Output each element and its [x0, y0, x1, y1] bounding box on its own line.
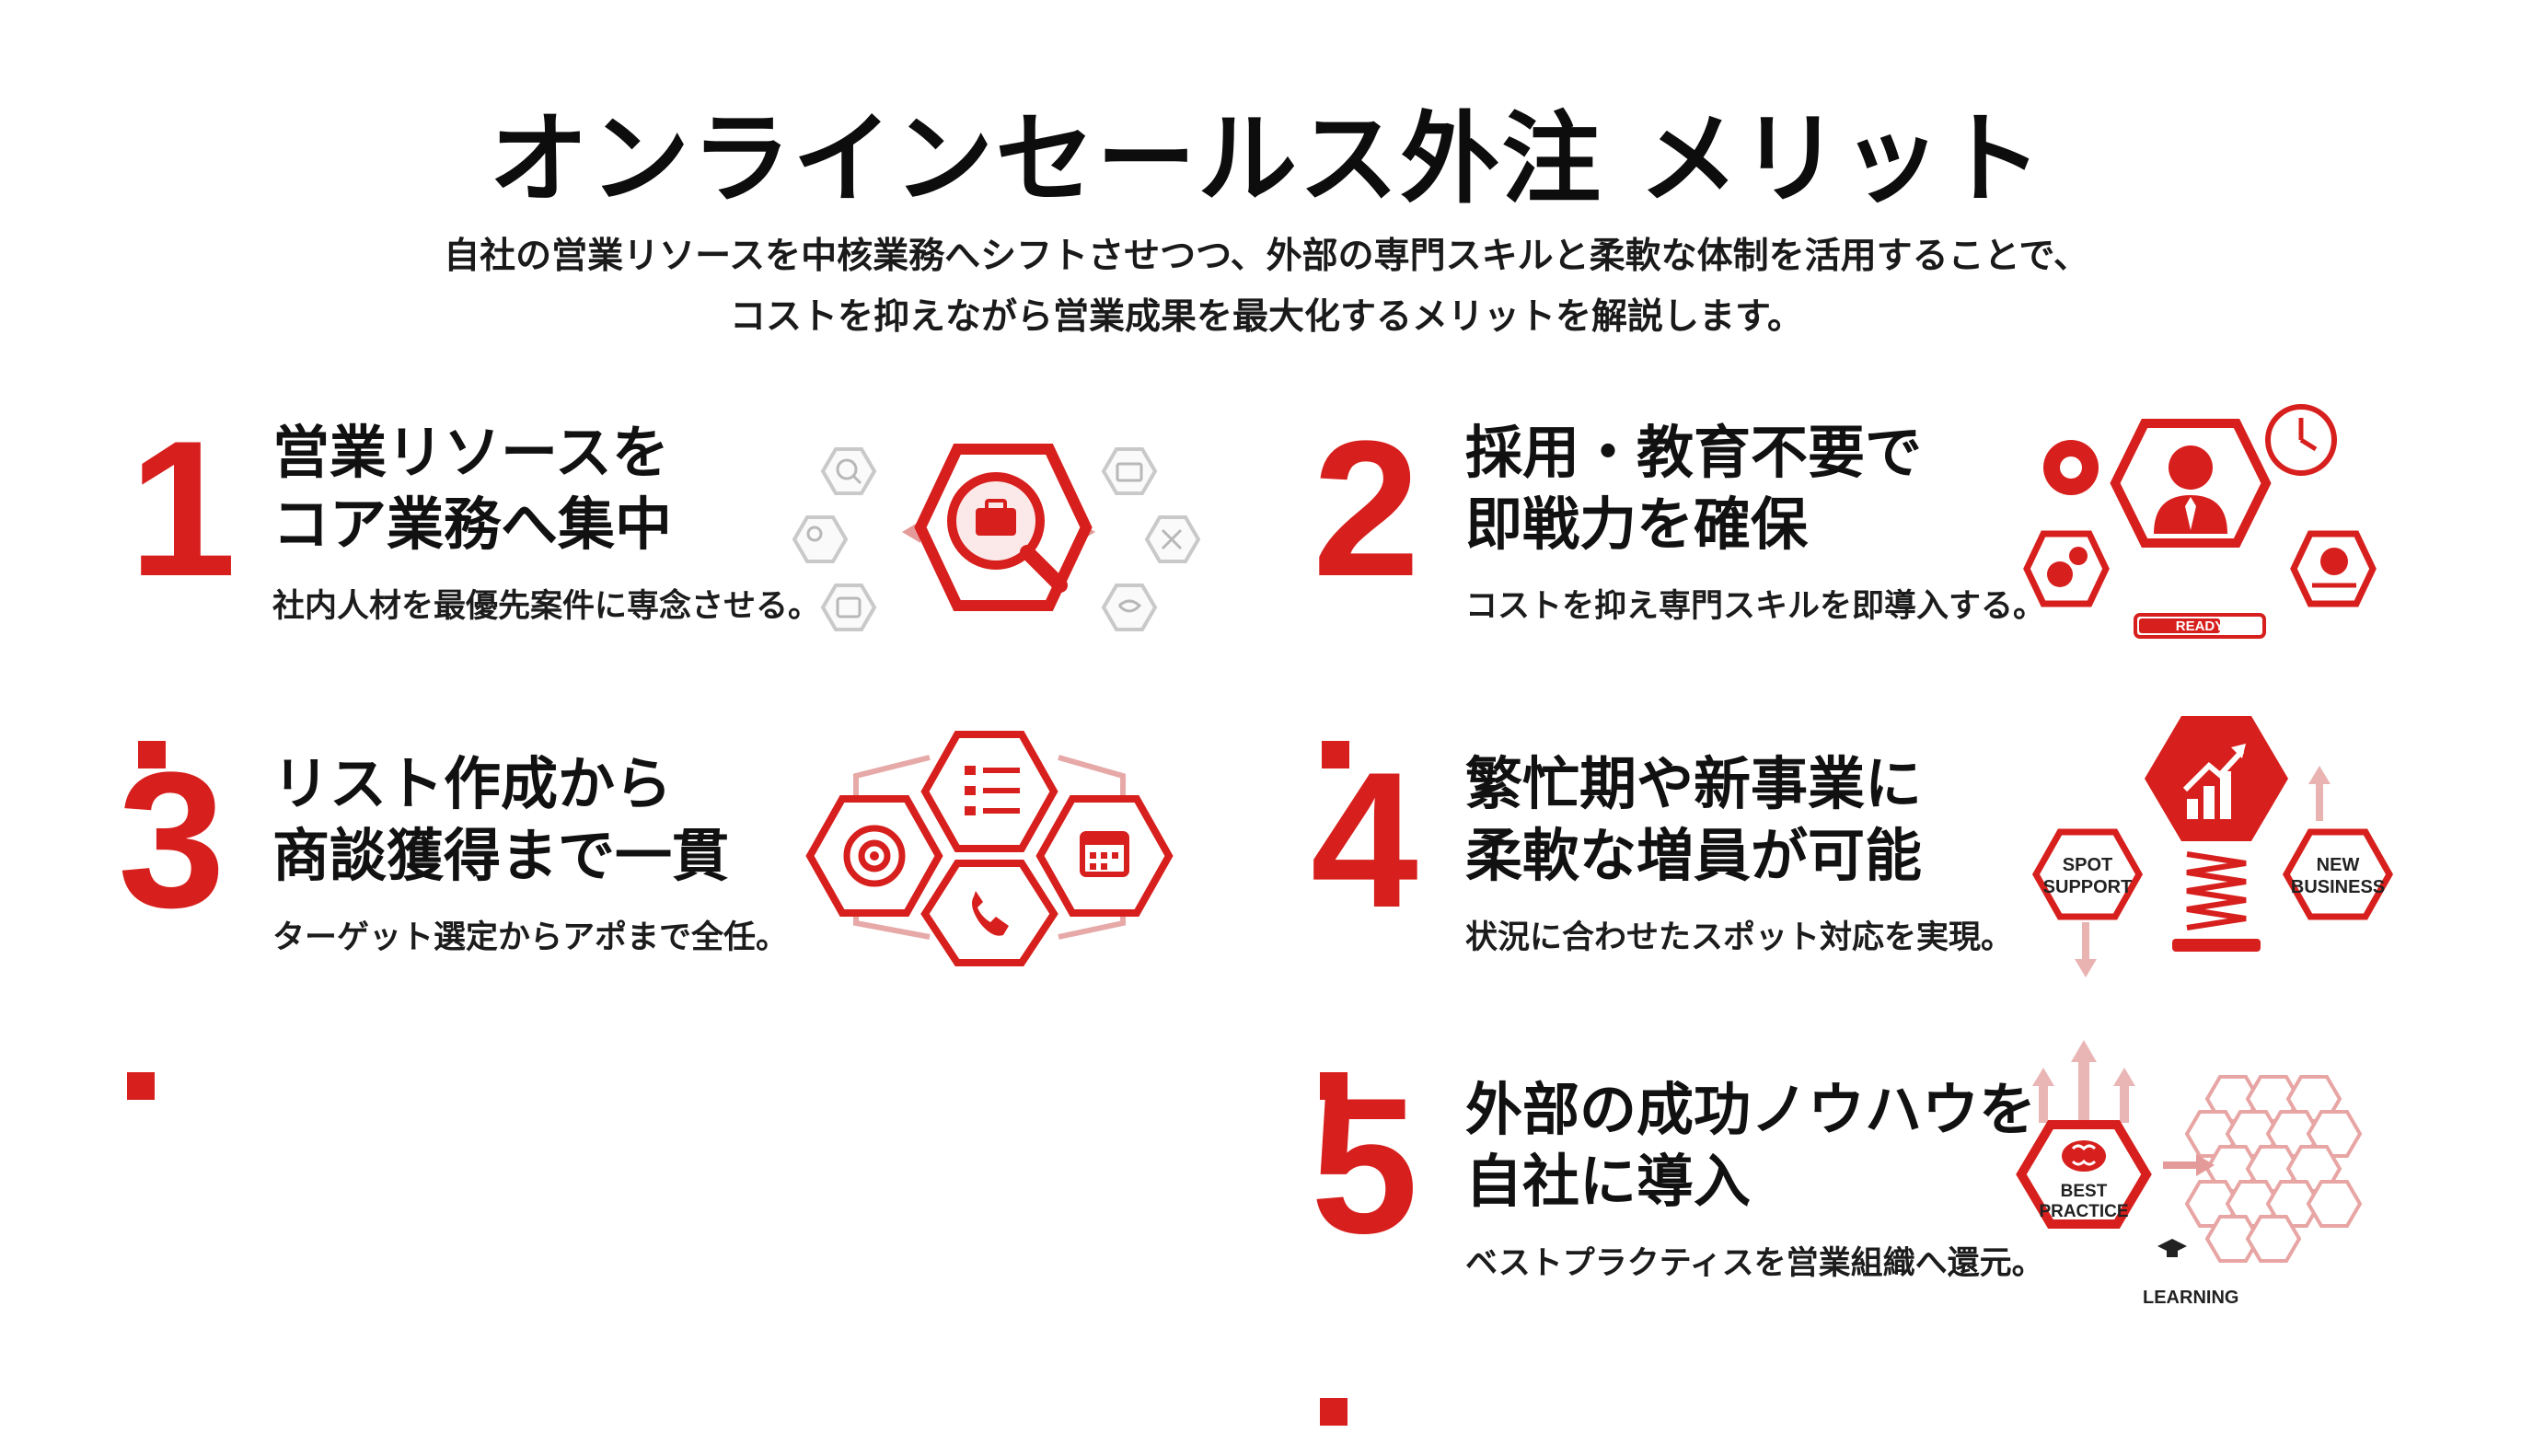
hex-magnifier: [820, 447, 877, 495]
hex-new: [2282, 828, 2394, 920]
number-dot: [127, 1072, 155, 1100]
spring-base: [2172, 939, 2261, 952]
ready-fill: [2139, 618, 2220, 633]
handshake-icon: [1117, 599, 1142, 613]
heading-line-2: 自社に導入: [1465, 1148, 1752, 1215]
number-dot: [1322, 741, 1349, 768]
money-hand-icon: [2312, 548, 2356, 588]
spring-icon: [2186, 851, 2247, 930]
heading-line-1: リスト作成から: [272, 750, 673, 817]
hex-document: [820, 584, 877, 631]
businessman-icon: [2154, 445, 2227, 534]
item-heading-1: 営業リソースを コア業務へ集中: [272, 417, 672, 560]
item-number-3: 3: [118, 744, 226, 1130]
number-dot: [1320, 1398, 1347, 1426]
up-arrows: [2075, 766, 2331, 977]
heading-line-2: 商談獲得まで一貫: [272, 822, 730, 889]
heading-line-1: 採用・教育不要で: [1465, 419, 1923, 486]
item-description-3: ターゲット選定からアポまで全任。: [272, 919, 789, 956]
item-description-5: ベストプラクティスを営業組織へ還元。: [1465, 1245, 2044, 1282]
magnifier-handle: [851, 474, 862, 485]
illustration-scale: SPOT SUPPORT NEW BUSINESS: [2031, 716, 2394, 977]
gears-icon: [2047, 547, 2088, 587]
ready-badge: READY: [2176, 618, 2225, 634]
clock-icon: [2265, 404, 2337, 476]
item-description-1: 社内人材を最優先案件に専念させる。: [272, 588, 821, 625]
briefcase-icon: [1116, 462, 1143, 482]
hex-spot: [2031, 828, 2144, 920]
item-description-4: 状況に合わせたスポット対応を実現。: [1465, 919, 2014, 956]
item-number-2: 2: [1313, 412, 1420, 799]
graduation-cap-icon: [2157, 1239, 2187, 1257]
magnifier-icon: [836, 458, 858, 480]
illustration-focus: [792, 444, 1201, 631]
hex-chart: [2145, 716, 2288, 841]
heading-line-2: 即戦力を確保: [1465, 491, 1809, 558]
heading-line-1: 繁忙期や新事業に: [1465, 750, 1923, 817]
phone-icon: [972, 891, 1009, 936]
hex-handshake: [1101, 584, 1158, 631]
hex-best-practice: [2016, 1120, 2152, 1229]
document-icon: [836, 596, 862, 618]
item-number-1: 1: [129, 412, 237, 799]
page-title: オンラインセールス外注 メリット: [489, 102, 2044, 217]
number-dot: [138, 741, 166, 768]
learning-label: LEARNING: [2143, 1288, 2238, 1308]
hex-phone: [920, 860, 1058, 966]
right-arrows: [2163, 1154, 2215, 1176]
gear-icon: [2043, 440, 2099, 495]
brain-icon: [2062, 1140, 2106, 1172]
tools-icon: [1161, 528, 1183, 550]
people-icon: [806, 526, 823, 542]
illustration-ready: READY: [2023, 404, 2377, 639]
briefcase-search-icon: [976, 508, 1016, 536]
spot-label-2: SUPPORT: [2043, 877, 2133, 897]
subtitle-line-1: 自社の営業リソースを中核業務へシフトさせつつ、外部の専門スキルと柔軟な体制を活用…: [444, 236, 2089, 277]
calendar-icon: [1080, 831, 1129, 877]
heading-line-1: 営業リソースを: [272, 419, 669, 486]
page-subtitle: 自社の営業リソースを中核業務へシフトさせつつ、外部の専門スキルと柔軟な体制を活用…: [0, 226, 2533, 348]
hexagon-network-icon: [2184, 1075, 2363, 1263]
item-number-5: 5: [1311, 1069, 1418, 1456]
illustration-cycle: [805, 731, 1174, 966]
item-heading-3: リスト作成から 商談獲得まで一貫: [272, 748, 729, 892]
best-label: BEST: [2061, 1182, 2108, 1201]
heading-line-2: コア業務へ集中: [272, 491, 673, 558]
new-label-1: NEW: [2317, 855, 2360, 875]
item-heading-5: 外部の成功ノウハウを 自社に導入: [1465, 1074, 2036, 1218]
practice-label: PRACTICE: [2039, 1202, 2128, 1221]
magnifier-handle-icon: [1020, 545, 1068, 593]
number-dot: [1320, 1072, 1347, 1100]
item-description-2: コストを抑え専門スキルを即導入する。: [1465, 588, 2046, 625]
item-heading-4: 繁忙期や新事業に 柔軟な増員が可能: [1465, 748, 1922, 892]
spot-label-1: SPOT: [2063, 855, 2112, 875]
illustration-learning: BEST PRACTICE LEARNING: [2016, 1040, 2363, 1308]
growth-chart-icon: [2182, 744, 2246, 819]
up-arrows: [2032, 1040, 2135, 1123]
checklist-icon: [965, 766, 1020, 815]
hex-briefcase: [1101, 447, 1158, 495]
target-icon: [843, 825, 906, 887]
heading-line-2: 柔軟な増員が可能: [1465, 822, 1923, 889]
item-heading-2: 採用・教育不要で 即戦力を確保: [1465, 417, 1922, 560]
subtitle-line-2: コストを抑えながら営業成果を最大化するメリットを解説します。: [729, 296, 1804, 338]
heading-line-1: 外部の成功ノウハウを: [1465, 1076, 2037, 1143]
new-label-2: BUSINESS: [2291, 877, 2385, 897]
item-number-4: 4: [1311, 744, 1418, 1130]
